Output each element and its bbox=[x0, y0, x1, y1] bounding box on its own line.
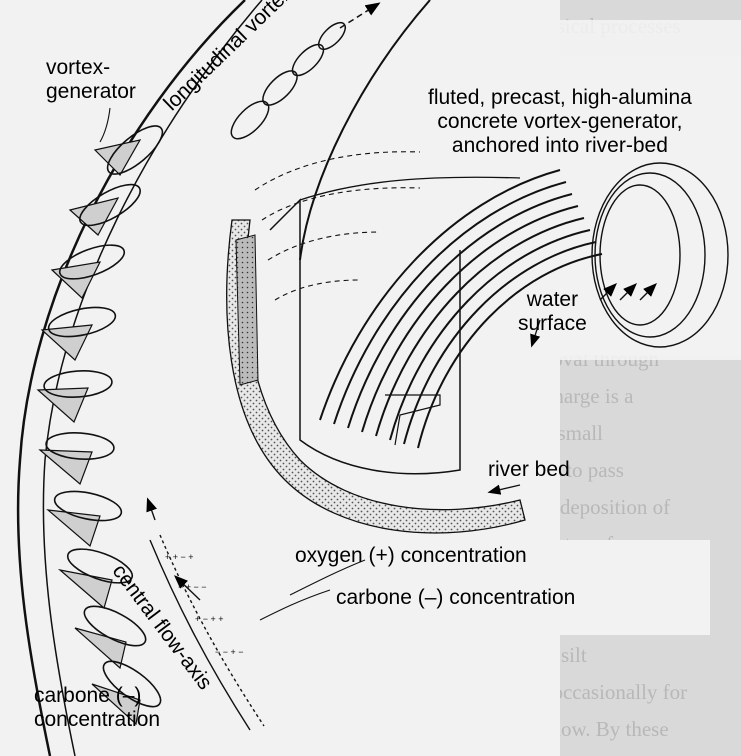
channel-wall-hatch bbox=[236, 235, 258, 385]
svg-text:− − + −: − − + − bbox=[215, 647, 244, 657]
label-fluted-generator-line2: concrete vortex-generator, bbox=[428, 110, 692, 134]
svg-text:− + − −: − + − − bbox=[178, 582, 207, 592]
label-vortex-generator-line1: vortex- bbox=[46, 56, 136, 80]
label-vortex-generator: vortex- generator bbox=[46, 56, 136, 104]
svg-text:+ + − +: + + − + bbox=[165, 552, 194, 562]
label-carbone-concentration-bottom: carbone (–) concentration bbox=[34, 684, 160, 732]
label-water-surface-line2: surface bbox=[518, 312, 587, 336]
label-river-bed: river bed bbox=[488, 458, 570, 482]
label-fluted-generator-line1: fluted, precast, high-alumina bbox=[428, 86, 692, 110]
label-carbone-concentration-mid: carbone (–) concentration bbox=[336, 586, 575, 610]
label-carbone-bottom-line1: carbone (–) bbox=[34, 684, 160, 708]
label-carbone-bottom-line2: concentration bbox=[34, 708, 160, 732]
label-water-surface-line1: water bbox=[518, 288, 587, 312]
label-fluted-generator-line3: anchored into river-bed bbox=[428, 134, 692, 158]
label-oxygen-concentration: oxygen (+) concentration bbox=[295, 544, 527, 568]
label-vortex-generator-line2: generator bbox=[46, 80, 136, 104]
label-fluted-generator: fluted, precast, high-alumina concrete v… bbox=[428, 86, 692, 158]
label-water-surface: water surface bbox=[518, 288, 587, 336]
svg-text:+ − + +: + − + + bbox=[195, 614, 224, 624]
